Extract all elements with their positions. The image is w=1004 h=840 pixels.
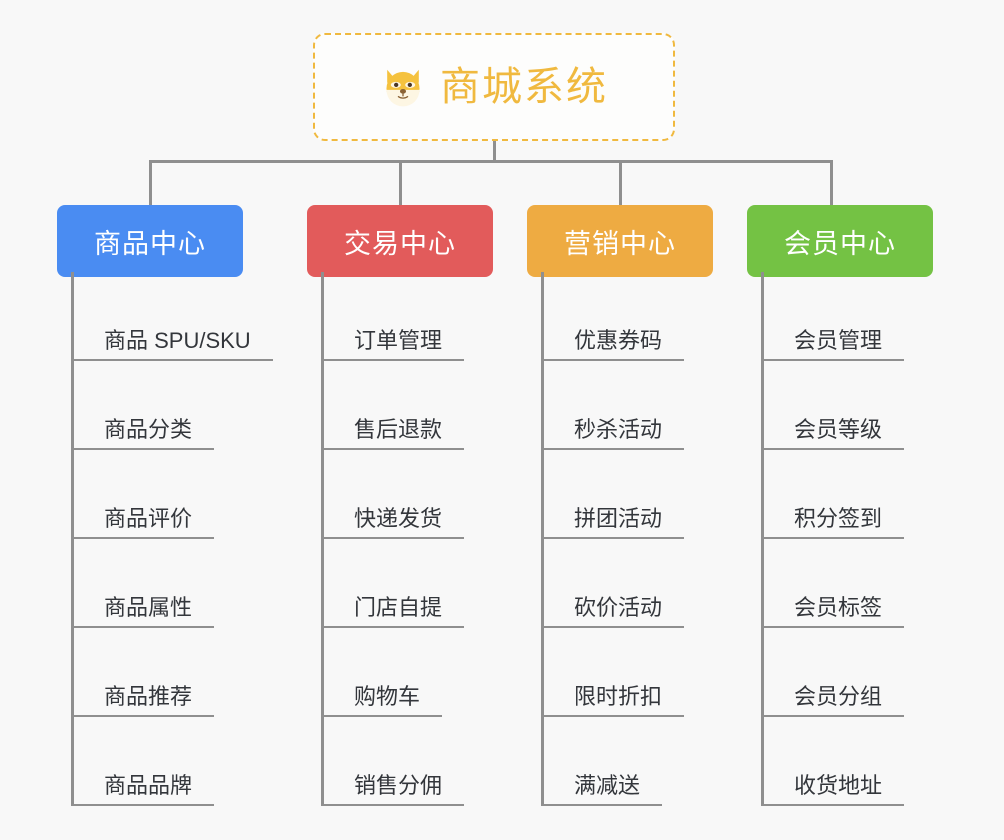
leaf-item-label: 购物车 bbox=[324, 683, 443, 717]
leaf-item[interactable]: 订单管理 bbox=[324, 272, 551, 361]
leaf-item-label: 会员分组 bbox=[764, 683, 905, 717]
leaf-item-label: 会员标签 bbox=[764, 594, 905, 628]
leaf-item[interactable]: 会员分组 bbox=[764, 628, 991, 717]
leaf-item-label: 会员管理 bbox=[764, 327, 905, 361]
leaf-item[interactable]: 拼团活动 bbox=[544, 450, 771, 539]
leaf-item-label: 商品属性 bbox=[74, 594, 215, 628]
branch-header-label: 商品中心 bbox=[94, 228, 206, 259]
leaf-item[interactable]: 限时折扣 bbox=[544, 628, 771, 717]
branch-header-2[interactable]: 交易中心 bbox=[307, 205, 493, 277]
leaf-column-3: 优惠券码 秒杀活动 拼团活动 砍价活动 限时折扣 满减送 bbox=[541, 272, 771, 806]
leaf-item[interactable]: 商品品牌 bbox=[74, 717, 301, 806]
leaf-column-1: 商品 SPU/SKU 商品分类 商品评价 商品属性 商品推荐 商品品牌 bbox=[71, 272, 301, 806]
leaf-item[interactable]: 砍价活动 bbox=[544, 539, 771, 628]
branch-header-label: 交易中心 bbox=[344, 228, 456, 259]
leaf-item-label: 商品分类 bbox=[74, 416, 215, 450]
leaf-item-label: 会员等级 bbox=[764, 416, 905, 450]
leaf-item[interactable]: 购物车 bbox=[324, 628, 551, 717]
branch-header-1[interactable]: 商品中心 bbox=[57, 205, 243, 277]
connector-drop-1 bbox=[149, 160, 152, 205]
leaf-item-label: 限时折扣 bbox=[544, 683, 685, 717]
leaf-item-label: 商品 SPU/SKU bbox=[74, 327, 273, 361]
leaf-item-label: 销售分佣 bbox=[324, 772, 465, 806]
leaf-item-label: 秒杀活动 bbox=[544, 416, 685, 450]
leaf-item-label: 拼团活动 bbox=[544, 505, 685, 539]
leaf-item[interactable]: 商品推荐 bbox=[74, 628, 301, 717]
leaf-item[interactable]: 优惠券码 bbox=[544, 272, 771, 361]
connector-drop-4 bbox=[830, 160, 833, 205]
leaf-item[interactable]: 满减送 bbox=[544, 717, 771, 806]
leaf-item[interactable]: 会员管理 bbox=[764, 272, 991, 361]
leaf-item[interactable]: 商品 SPU/SKU bbox=[74, 272, 301, 361]
branch-header-label: 营销中心 bbox=[564, 228, 676, 259]
leaf-item-label: 收货地址 bbox=[764, 772, 905, 806]
connector-drop-2 bbox=[399, 160, 402, 205]
shiba-dog-emoji bbox=[380, 64, 426, 110]
branch-header-3[interactable]: 营销中心 bbox=[527, 205, 713, 277]
leaf-item-label: 满减送 bbox=[544, 772, 663, 806]
leaf-item[interactable]: 秒杀活动 bbox=[544, 361, 771, 450]
leaf-item-label: 商品品牌 bbox=[74, 772, 215, 806]
root-node[interactable]: 商城系统 bbox=[313, 33, 675, 141]
connector-horizontal-bus bbox=[149, 160, 833, 163]
connector-root-stem bbox=[493, 141, 496, 163]
leaf-item-label: 优惠券码 bbox=[544, 327, 685, 361]
leaf-item-label: 售后退款 bbox=[324, 416, 465, 450]
leaf-item[interactable]: 商品评价 bbox=[74, 450, 301, 539]
leaf-item[interactable]: 积分签到 bbox=[764, 450, 991, 539]
leaf-item[interactable]: 快递发货 bbox=[324, 450, 551, 539]
leaf-column-2: 订单管理 售后退款 快递发货 门店自提 购物车 销售分佣 bbox=[321, 272, 551, 806]
leaf-item-label: 门店自提 bbox=[324, 594, 465, 628]
connector-drop-3 bbox=[619, 160, 622, 205]
leaf-item[interactable]: 会员标签 bbox=[764, 539, 991, 628]
leaf-item-label: 商品评价 bbox=[74, 505, 215, 539]
leaf-item[interactable]: 销售分佣 bbox=[324, 717, 551, 806]
leaf-item[interactable]: 收货地址 bbox=[764, 717, 991, 806]
leaf-item[interactable]: 商品属性 bbox=[74, 539, 301, 628]
leaf-item[interactable]: 售后退款 bbox=[324, 361, 551, 450]
leaf-item[interactable]: 商品分类 bbox=[74, 361, 301, 450]
root-title: 商城系统 bbox=[440, 65, 608, 109]
leaf-item[interactable]: 会员等级 bbox=[764, 361, 991, 450]
leaf-item-label: 订单管理 bbox=[324, 327, 465, 361]
leaf-item[interactable]: 门店自提 bbox=[324, 539, 551, 628]
leaf-item-label: 商品推荐 bbox=[74, 683, 215, 717]
branch-header-label: 会员中心 bbox=[784, 228, 896, 259]
leaf-item-label: 砍价活动 bbox=[544, 594, 685, 628]
leaf-item-label: 快递发货 bbox=[324, 505, 465, 539]
leaf-item-label: 积分签到 bbox=[764, 505, 905, 539]
leaf-column-4: 会员管理 会员等级 积分签到 会员标签 会员分组 收货地址 bbox=[761, 272, 991, 806]
branch-header-4[interactable]: 会员中心 bbox=[747, 205, 933, 277]
